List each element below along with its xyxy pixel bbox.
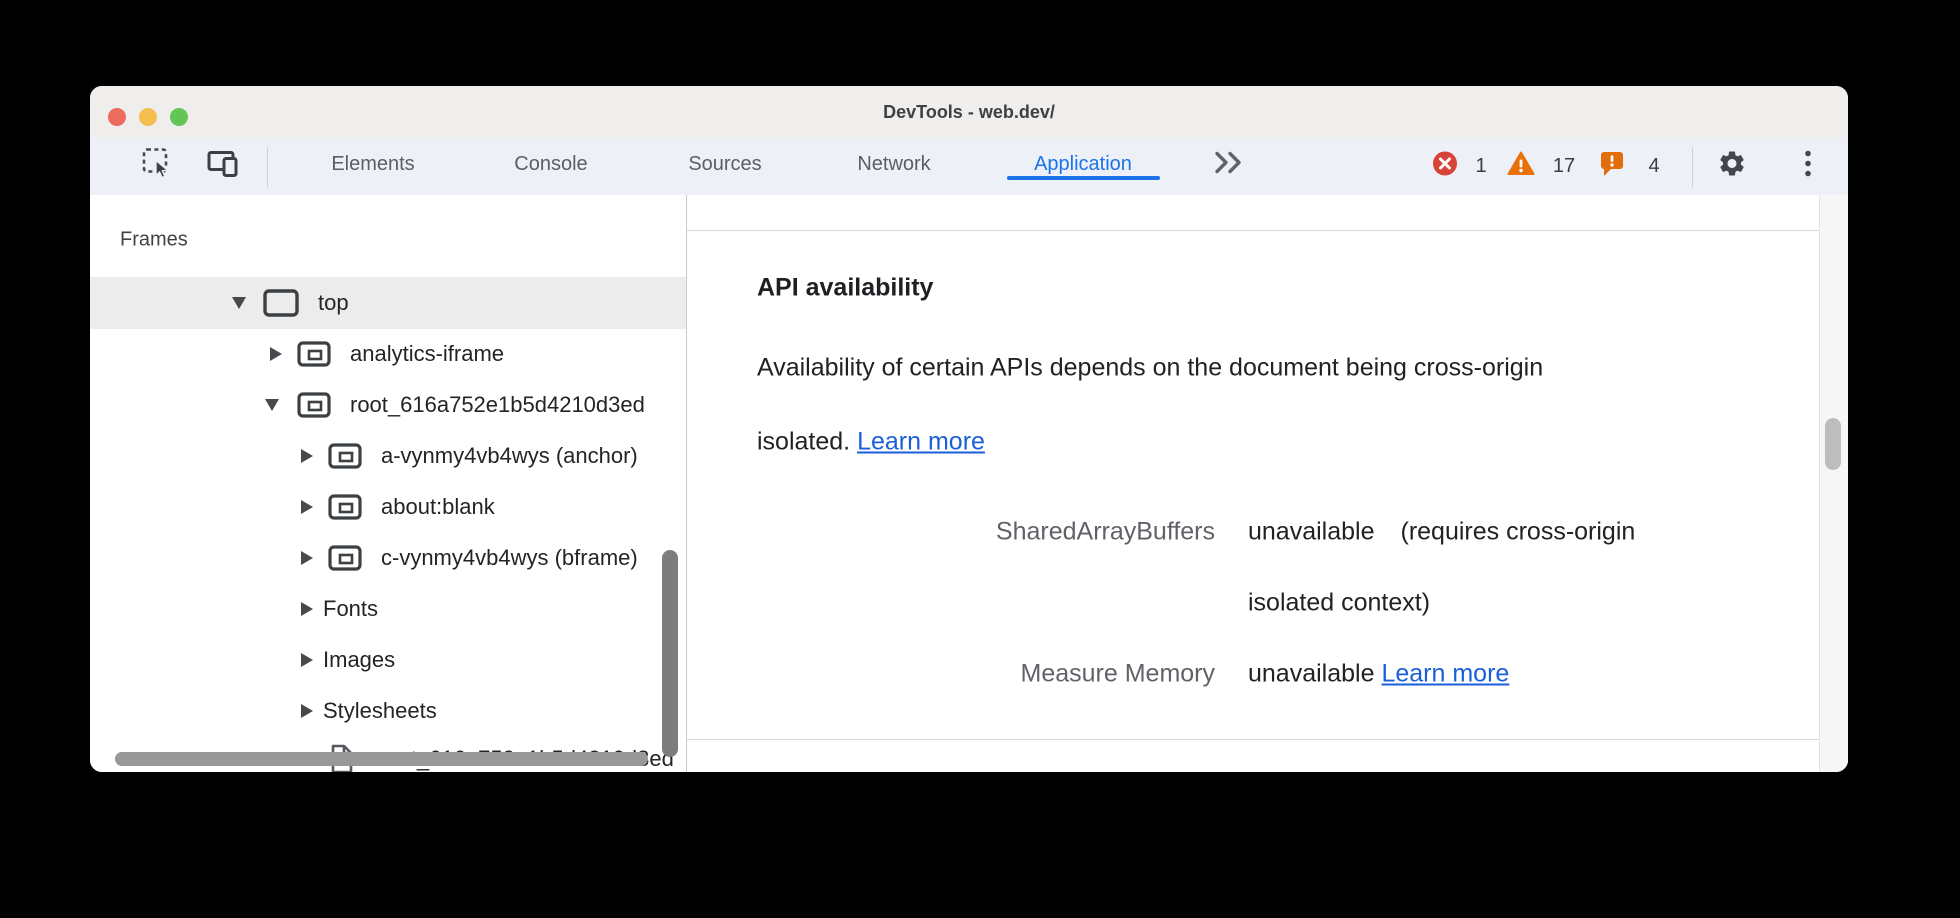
frame-details-pane: API availability Availability of certain… xyxy=(687,195,1848,772)
disclosure-collapsed-icon[interactable] xyxy=(301,653,313,667)
main-vertical-scrollbar-thumb[interactable] xyxy=(1825,418,1841,470)
tree-item-label: about:blank xyxy=(381,494,495,519)
inspect-element-button[interactable] xyxy=(141,147,175,186)
tree-item-images[interactable]: Images xyxy=(90,634,686,686)
tree-item-label: Stylesheets xyxy=(323,698,437,723)
chevron-double-right-icon xyxy=(1215,151,1241,174)
kebab-menu-icon xyxy=(1805,150,1811,177)
sidebar-vertical-scrollbar-thumb[interactable] xyxy=(662,550,678,757)
frames-sidebar: Frames top analytics-iframe xyxy=(90,195,686,772)
availability-status: unavailable xyxy=(1248,517,1375,546)
tree-item-label: root_616a752e1b5d4210d3ed xyxy=(350,392,645,417)
devtools-window: DevTools - web.dev/ Elements Console Sou… xyxy=(90,86,1848,772)
tree-item-label: Fonts xyxy=(323,596,379,621)
tree-item-label: a-vynmy4vb4wys (anchor) xyxy=(381,443,638,468)
title-bar: DevTools - web.dev/ xyxy=(90,86,1848,139)
tree-item-label: c-vynmy4vb4wys (bframe) xyxy=(381,545,638,570)
section-divider xyxy=(687,230,1819,231)
close-window-button[interactable] xyxy=(108,108,126,126)
tab-network[interactable]: Network xyxy=(857,153,931,175)
device-toolbar-icon xyxy=(207,151,238,177)
toolbar-divider xyxy=(1692,147,1693,187)
iframe-icon xyxy=(328,443,362,469)
tree-item-fonts[interactable]: Fonts xyxy=(90,583,686,635)
section-heading: API availability xyxy=(757,273,934,302)
disclosure-collapsed-icon[interactable] xyxy=(301,449,313,463)
console-errors-button[interactable] xyxy=(1432,151,1458,182)
warning-icon xyxy=(1507,151,1535,175)
disclosure-collapsed-icon[interactable] xyxy=(270,347,282,361)
iframe-icon xyxy=(297,341,331,367)
description-line-1: Availability of certain APIs depends on … xyxy=(757,353,1544,382)
tab-elements[interactable]: Elements xyxy=(331,153,415,175)
settings-button[interactable] xyxy=(1717,149,1747,184)
toolbar-divider xyxy=(267,147,268,187)
iframe-icon xyxy=(328,494,362,520)
api-row-label: SharedArrayBuffers xyxy=(995,517,1215,546)
active-tab-underline xyxy=(1007,176,1160,180)
disclosure-collapsed-icon[interactable] xyxy=(301,551,313,565)
tree-item-label: Images xyxy=(323,647,396,672)
learn-more-link[interactable]: Learn more xyxy=(857,427,985,456)
tab-console[interactable]: Console xyxy=(514,153,588,175)
window-title: DevTools - web.dev/ xyxy=(883,102,1055,122)
console-warnings-button[interactable] xyxy=(1507,151,1535,182)
section-divider xyxy=(687,739,1819,740)
tree-item-top[interactable]: top xyxy=(90,277,686,329)
api-row-value: unavailable Learn more xyxy=(1248,660,1509,689)
disclosure-collapsed-icon[interactable] xyxy=(301,500,313,514)
tab-sources[interactable]: Sources xyxy=(688,153,762,175)
description-text: isolated. xyxy=(757,427,851,456)
zoom-window-button[interactable] xyxy=(170,108,188,126)
availability-note-wrap: isolated context) xyxy=(1248,588,1431,617)
frame-icon xyxy=(263,289,299,317)
api-row-label: Measure Memory xyxy=(1020,659,1216,688)
error-icon xyxy=(1433,151,1457,176)
issues-button[interactable] xyxy=(1599,150,1625,182)
issues-count: 4 xyxy=(1648,155,1660,177)
issues-icon xyxy=(1601,152,1623,176)
minimize-window-button[interactable] xyxy=(139,108,157,126)
gear-icon xyxy=(1720,151,1744,176)
description-line-2: isolated. Learn more xyxy=(757,428,985,457)
tree-item-label: analytics-iframe xyxy=(350,341,505,366)
disclosure-collapsed-icon[interactable] xyxy=(301,602,313,616)
error-count: 1 xyxy=(1475,155,1487,177)
tree-item-analytics-iframe[interactable]: analytics-iframe xyxy=(90,328,686,380)
disclosure-expanded-icon[interactable] xyxy=(232,297,246,309)
availability-status: unavailable xyxy=(1248,659,1375,688)
api-row-value: unavailable (requires cross-origin xyxy=(1248,518,1635,547)
iframe-icon xyxy=(297,392,331,418)
learn-more-link[interactable]: Learn more xyxy=(1381,659,1510,688)
tree-item-anchor-frame[interactable]: a-vynmy4vb4wys (anchor) xyxy=(90,430,686,482)
toggle-device-toolbar-button[interactable] xyxy=(206,148,242,185)
more-tabs-button[interactable] xyxy=(1213,151,1245,180)
iframe-icon xyxy=(328,545,362,571)
tree-item-about-blank[interactable]: about:blank xyxy=(90,481,686,533)
devtools-toolbar: Elements Console Sources Network Applica… xyxy=(90,138,1848,196)
disclosure-expanded-icon[interactable] xyxy=(265,399,279,411)
customize-devtools-button[interactable] xyxy=(1804,149,1812,184)
tree-item-bframe[interactable]: c-vynmy4vb4wys (bframe) xyxy=(90,532,686,584)
warning-count: 17 xyxy=(1552,155,1576,177)
tree-item-root-frame[interactable]: root_616a752e1b5d4210d3ed xyxy=(90,379,686,431)
main-scrollbar-track[interactable] xyxy=(1819,195,1848,772)
sidebar-horizontal-scrollbar-thumb[interactable] xyxy=(115,752,648,766)
frames-section-header[interactable]: Frames xyxy=(120,228,188,251)
disclosure-collapsed-icon[interactable] xyxy=(301,704,313,718)
pane-divider[interactable] xyxy=(686,195,687,772)
inspect-cursor-icon xyxy=(142,148,170,179)
tree-item-stylesheets[interactable]: Stylesheets xyxy=(90,685,686,737)
tree-item-label: top xyxy=(318,290,349,315)
tab-application[interactable]: Application xyxy=(1034,153,1132,175)
availability-note: (requires cross-origin xyxy=(1400,517,1636,546)
